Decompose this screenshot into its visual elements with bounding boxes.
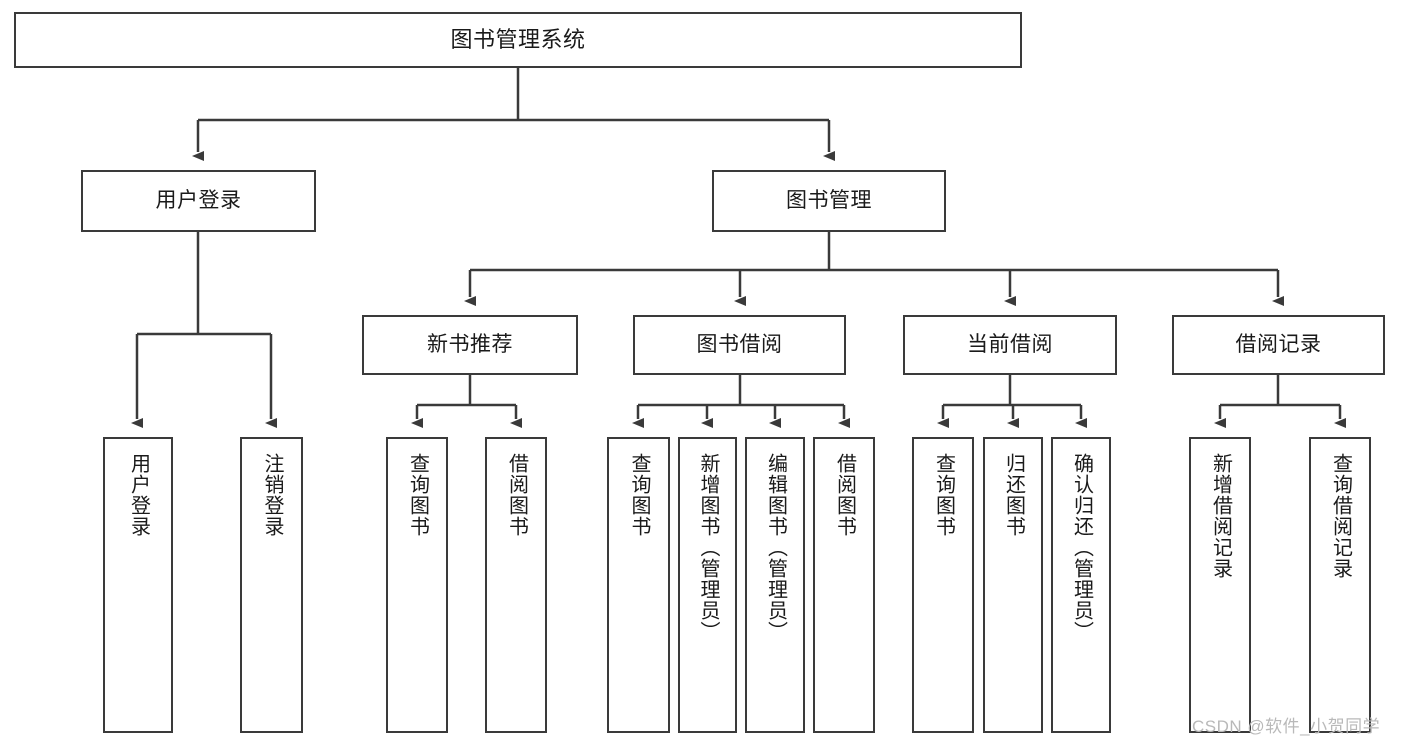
node-book-management-label: 图书管理 (786, 189, 872, 213)
node-current-borrow-label: 当前借阅 (967, 333, 1053, 357)
leaf-node-label: 用户登录 (127, 453, 150, 537)
leaf-node[interactable]: 借阅图书 (813, 437, 875, 733)
node-borrow-record-label: 借阅记录 (1235, 333, 1322, 357)
leaf-node-label: 查询图书 (406, 453, 429, 537)
node-root-system[interactable]: 图书管理系统 (14, 12, 1022, 68)
node-current-borrow[interactable]: 当前借阅 (903, 315, 1117, 375)
leaf-node-label: 新增借阅记录 (1209, 453, 1232, 579)
node-book-borrow-label: 图书借阅 (696, 333, 783, 357)
leaf-node[interactable]: 查询图书 (386, 437, 448, 733)
leaf-node-label: 确认归还（管理员） (1070, 453, 1093, 642)
node-user-login[interactable]: 用户登录 (81, 170, 316, 232)
leaf-node-label: 查询图书 (932, 453, 955, 537)
leaf-node-label: 编辑图书（管理员） (764, 453, 787, 642)
leaf-node[interactable]: 注销登录 (240, 437, 303, 733)
leaf-node[interactable]: 编辑图书（管理员） (745, 437, 805, 733)
node-book-management[interactable]: 图书管理 (712, 170, 946, 232)
leaf-node-label: 查询借阅记录 (1329, 453, 1352, 579)
node-user-login-label: 用户登录 (155, 189, 242, 213)
leaf-node[interactable]: 确认归还（管理员） (1051, 437, 1111, 733)
leaf-node[interactable]: 查询借阅记录 (1309, 437, 1371, 733)
node-new-book-recommend[interactable]: 新书推荐 (362, 315, 578, 375)
node-borrow-record[interactable]: 借阅记录 (1172, 315, 1385, 375)
leaf-node-label: 查询图书 (628, 453, 650, 537)
leaf-node-label: 新增图书（管理员） (697, 453, 719, 642)
leaf-node-label: 借阅图书 (833, 453, 856, 537)
csdn-watermark: CSDN @软件_小贺同学 (1192, 717, 1381, 736)
leaf-node[interactable]: 用户登录 (103, 437, 173, 733)
leaf-node[interactable]: 新增借阅记录 (1189, 437, 1251, 733)
leaf-node[interactable]: 查询图书 (912, 437, 974, 733)
leaf-node[interactable]: 借阅图书 (485, 437, 547, 733)
leaf-node-label: 借阅图书 (505, 453, 528, 537)
node-new-book-recommend-label: 新书推荐 (427, 333, 513, 357)
node-root-label: 图书管理系统 (450, 26, 586, 52)
leaf-node-label: 注销登录 (261, 453, 283, 537)
leaf-node[interactable]: 归还图书 (983, 437, 1043, 733)
leaf-node-label: 归还图书 (1002, 453, 1025, 537)
node-book-borrow[interactable]: 图书借阅 (633, 315, 846, 375)
leaf-node[interactable]: 新增图书（管理员） (678, 437, 737, 733)
leaf-node[interactable]: 查询图书 (607, 437, 670, 733)
